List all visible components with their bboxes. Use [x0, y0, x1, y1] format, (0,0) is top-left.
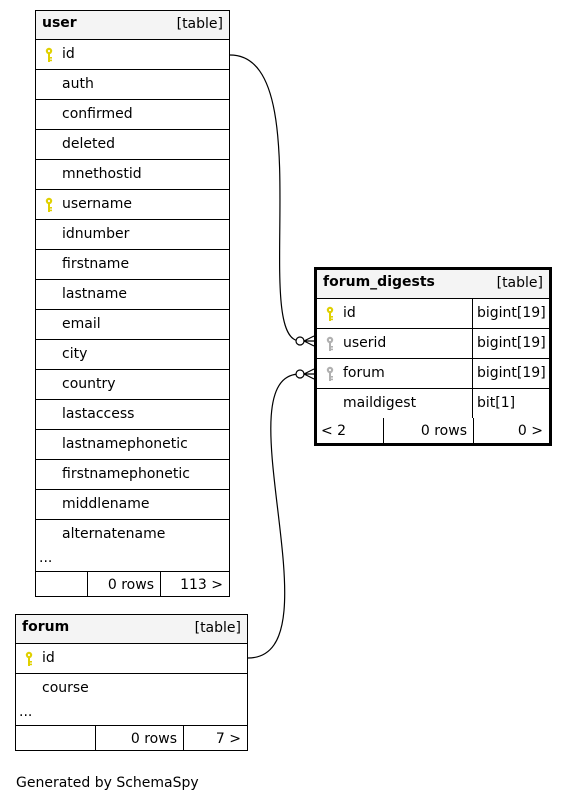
- generator-credit: Generated by SchemaSpy: [16, 775, 199, 791]
- column-name: userid: [343, 335, 387, 351]
- column-row-confirmed[interactable]: confirmed: [36, 100, 229, 130]
- table-type: [table]: [176, 16, 223, 32]
- column-name: lastaccess: [62, 406, 135, 422]
- table-header: user [table]: [36, 11, 229, 40]
- column-row-middlename[interactable]: middlename: [36, 490, 229, 520]
- children-count: 7 >: [215, 731, 241, 747]
- table-name: forum_digests: [323, 274, 435, 290]
- children-count: 0 >: [517, 423, 543, 439]
- children-count: 113 >: [180, 577, 223, 593]
- table-user[interactable]: user [table] id auth confirmed deleted mneth…: [35, 10, 230, 597]
- column-name: middlename: [62, 496, 150, 512]
- column-row-course[interactable]: course: [16, 674, 247, 703]
- column-row-id[interactable]: id bigint[19]: [317, 299, 549, 329]
- column-row-lastname[interactable]: lastname: [36, 280, 229, 310]
- column-row-username[interactable]: username: [36, 190, 229, 220]
- column-name: id: [343, 305, 356, 321]
- foreign-key-icon: [325, 366, 335, 382]
- column-name: deleted: [62, 136, 115, 152]
- column-name: forum: [343, 365, 385, 381]
- column-row-deleted[interactable]: deleted: [36, 130, 229, 160]
- column-name: alternatename: [62, 526, 166, 542]
- column-name: maildigest: [343, 395, 417, 411]
- column-name: username: [62, 196, 132, 212]
- column-row-mnethostid[interactable]: mnethostid: [36, 160, 229, 190]
- primary-key-icon: [24, 651, 34, 667]
- column-name: email: [62, 316, 101, 332]
- column-name: confirmed: [62, 106, 133, 122]
- ellipsis: ...: [19, 704, 33, 720]
- edge-crowfoot: [303, 335, 315, 347]
- table-forum[interactable]: forum [table] id course ... 0 rows 7 >: [15, 614, 248, 751]
- column-name: firstnamephonetic: [62, 466, 190, 482]
- primary-key-icon: [44, 47, 54, 63]
- ellipsis: ...: [39, 550, 53, 566]
- column-name: id: [62, 46, 75, 62]
- column-name: lastname: [62, 286, 127, 302]
- column-datatype: bit[1]: [477, 395, 516, 411]
- column-row-forum[interactable]: forum bigint[19]: [317, 359, 549, 389]
- column-name: idnumber: [62, 226, 130, 242]
- column-name: auth: [62, 76, 94, 92]
- table-stats-row: 0 rows 113 >: [36, 572, 229, 596]
- column-row-idnumber[interactable]: idnumber: [36, 220, 229, 250]
- column-row-firstname[interactable]: firstname: [36, 250, 229, 280]
- column-row-userid[interactable]: userid bigint[19]: [317, 329, 549, 359]
- edge-forum-id-to-forum-digests-forum: [247, 373, 301, 659]
- table-type: [table]: [496, 275, 543, 291]
- parents-count: < 2: [321, 423, 347, 439]
- table-header: forum [table]: [16, 615, 247, 644]
- table-stats-row: 0 rows 7 >: [16, 726, 247, 750]
- column-row-id[interactable]: id: [36, 40, 229, 70]
- row-count: 0 rows: [130, 731, 177, 747]
- column-name: course: [42, 680, 89, 696]
- table-name: forum: [22, 619, 70, 635]
- column-datatype: bigint[19]: [477, 365, 546, 381]
- row-count: 0 rows: [107, 577, 154, 593]
- column-name: firstname: [62, 256, 130, 272]
- table-name: user: [42, 15, 77, 31]
- column-row-alternatename[interactable]: alternatename: [36, 520, 229, 549]
- column-name: city: [62, 346, 88, 362]
- table-ellipsis-row: ...: [36, 549, 229, 572]
- column-datatype: bigint[19]: [477, 335, 546, 351]
- column-row-auth[interactable]: auth: [36, 70, 229, 100]
- edge-crowfoot-circle: [295, 336, 305, 346]
- column-row-email[interactable]: email: [36, 310, 229, 340]
- column-row-city[interactable]: city: [36, 340, 229, 370]
- column-row-id[interactable]: id: [16, 644, 247, 674]
- column-name: mnethostid: [62, 166, 142, 182]
- row-count: 0 rows: [420, 423, 467, 439]
- column-row-firstnamephonetic[interactable]: firstnamephonetic: [36, 460, 229, 490]
- edge-crowfoot: [303, 368, 315, 380]
- column-name: country: [62, 376, 116, 392]
- primary-key-icon: [44, 197, 54, 213]
- table-stats-row: < 2 0 rows 0 >: [317, 418, 549, 443]
- edge-crowfoot-circle: [295, 369, 305, 379]
- edge-user-id-to-forum-digests-userid: [229, 54, 301, 342]
- column-row-maildigest[interactable]: maildigest bit[1]: [317, 389, 549, 418]
- column-row-country[interactable]: country: [36, 370, 229, 400]
- column-row-lastnamephonetic[interactable]: lastnamephonetic: [36, 430, 229, 460]
- table-header: forum_digests [table]: [317, 270, 549, 299]
- table-type: [table]: [194, 620, 241, 636]
- column-datatype: bigint[19]: [477, 305, 546, 321]
- primary-key-icon: [325, 306, 335, 322]
- column-name: id: [42, 650, 55, 666]
- column-name: lastnamephonetic: [62, 436, 188, 452]
- column-row-lastaccess[interactable]: lastaccess: [36, 400, 229, 430]
- table-ellipsis-row: ...: [16, 703, 247, 726]
- foreign-key-icon: [325, 336, 335, 352]
